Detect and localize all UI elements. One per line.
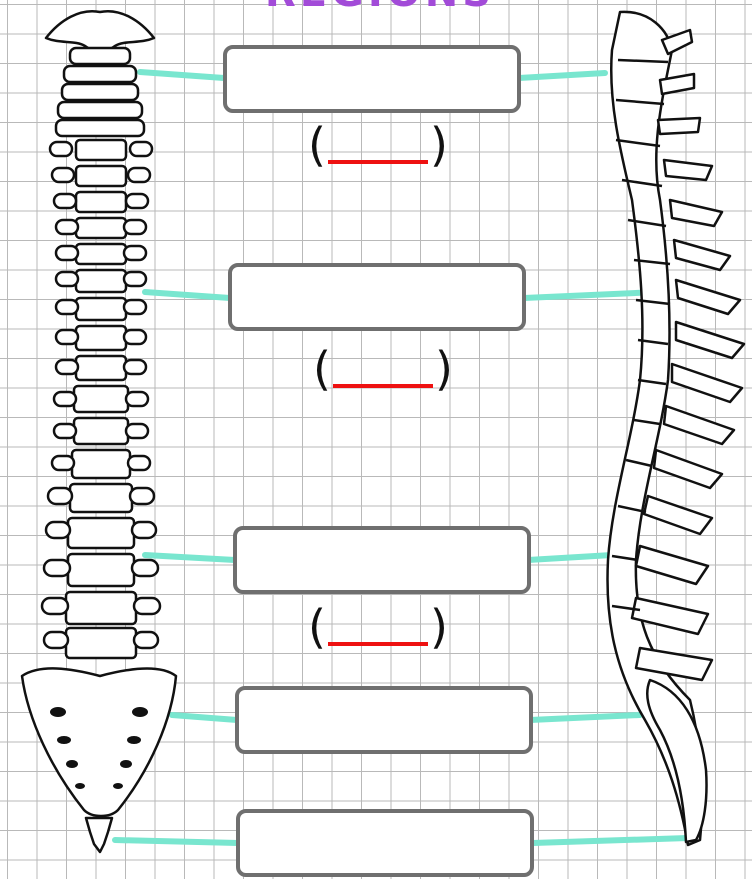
connector-coccyx-right [533, 838, 688, 843]
coccyx-label-box[interactable] [236, 809, 534, 877]
cervical-count-blank[interactable] [328, 160, 428, 164]
close-paren: ) [435, 342, 453, 396]
sacrum-label-box[interactable] [235, 686, 533, 754]
cervical-label-box[interactable] [223, 45, 521, 113]
connector-thoracic-left [145, 292, 230, 298]
thoracic-label-box[interactable] [228, 263, 526, 331]
thoracic-count-group: ( ) [313, 342, 453, 402]
close-paren: ) [430, 118, 448, 172]
lumbar-vertebrae [42, 484, 160, 658]
open-paren: ( [308, 118, 326, 172]
thoracic-vertebrae [50, 140, 152, 478]
lumbar-count-blank[interactable] [328, 642, 428, 646]
atlas-vertebra [46, 11, 154, 50]
connector-lumbar-right [528, 555, 612, 560]
open-paren: ( [313, 342, 331, 396]
coccyx [86, 818, 112, 852]
lumbar-count-group: ( ) [308, 600, 448, 660]
connector-thoracic-right [524, 292, 658, 298]
open-paren: ( [308, 600, 326, 654]
spine-lateral-view [607, 12, 744, 845]
lumbar-label-box[interactable] [233, 526, 531, 594]
sacrum [22, 668, 176, 816]
cervical-vertebrae [56, 48, 144, 136]
cervical-count-group: ( ) [308, 118, 448, 178]
connector-sacrum-left [172, 715, 237, 720]
connector-cervical-right [519, 73, 605, 78]
connector-lumbar-left [145, 555, 235, 560]
connector-coccyx-left [115, 840, 238, 843]
spine-anterior-view [22, 11, 176, 852]
close-paren: ) [430, 600, 448, 654]
thoracic-count-blank[interactable] [333, 384, 433, 388]
connector-cervical-left [140, 72, 224, 78]
connector-sacrum-right [530, 715, 640, 720]
lateral-sacrum [647, 680, 706, 842]
